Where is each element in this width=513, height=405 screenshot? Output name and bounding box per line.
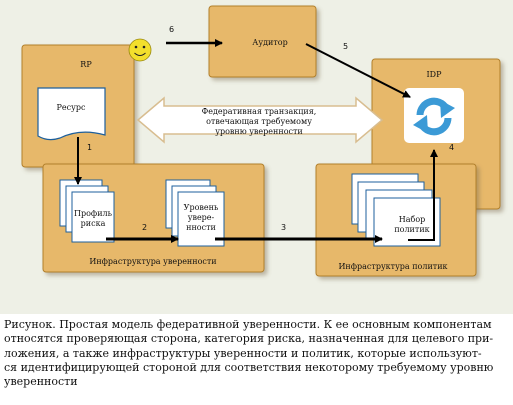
trust-level-label-line2: увере- xyxy=(188,213,215,222)
federated-transaction-double-arrow xyxy=(136,96,384,144)
risk-profile-documents xyxy=(59,179,115,243)
step-number-6: 6 xyxy=(169,25,174,34)
arrow-step-4 xyxy=(408,149,438,241)
policy-set-label-line1: Набор xyxy=(399,215,426,224)
step-number-4: 4 xyxy=(449,143,454,152)
policy-set-label-line2: политик xyxy=(394,225,429,234)
cycle-icon xyxy=(404,88,464,143)
figure-caption: Рисунок. Простая модель федеративной уве… xyxy=(4,318,494,389)
step-number-2: 2 xyxy=(142,223,147,232)
rp-label: RP xyxy=(80,60,92,69)
idp-label: IDP xyxy=(427,70,443,79)
trust-level-label-line3: нности xyxy=(186,223,216,232)
policy-infrastructure-label: Инфраструктура политик xyxy=(338,262,447,271)
figure: RP Аудитор IDP Ресурс Федеративная транз… xyxy=(0,0,513,314)
resource-document-icon xyxy=(37,87,106,141)
policy-set-documents xyxy=(351,173,441,247)
federated-transaction-label-line3: уровню уверенности xyxy=(215,127,303,136)
auditor-box xyxy=(208,5,317,78)
step-number-3: 3 xyxy=(281,223,286,232)
risk-profile-label-line2: риска xyxy=(81,219,106,228)
arrow-step-5 xyxy=(305,43,411,98)
resource-label: Ресурс xyxy=(57,103,86,112)
smiley-icon xyxy=(128,38,152,62)
trust-infrastructure-label: Инфраструктура уверенности xyxy=(89,257,216,266)
federated-trust-diagram: RP Аудитор IDP Ресурс Федеративная транз… xyxy=(21,5,501,277)
trust-level-documents xyxy=(165,179,225,247)
risk-profile-label-line1: Профиль xyxy=(74,209,113,218)
trust-level-label-line1: Уровень xyxy=(184,203,219,212)
federated-transaction-label-line2: отвечающая требуемому xyxy=(206,117,312,126)
federated-transaction-label-line1: Федеративная транзакция, xyxy=(202,107,317,116)
step-number-5: 5 xyxy=(343,42,348,51)
auditor-label: Аудитор xyxy=(252,38,287,47)
step-number-1: 1 xyxy=(87,143,92,152)
